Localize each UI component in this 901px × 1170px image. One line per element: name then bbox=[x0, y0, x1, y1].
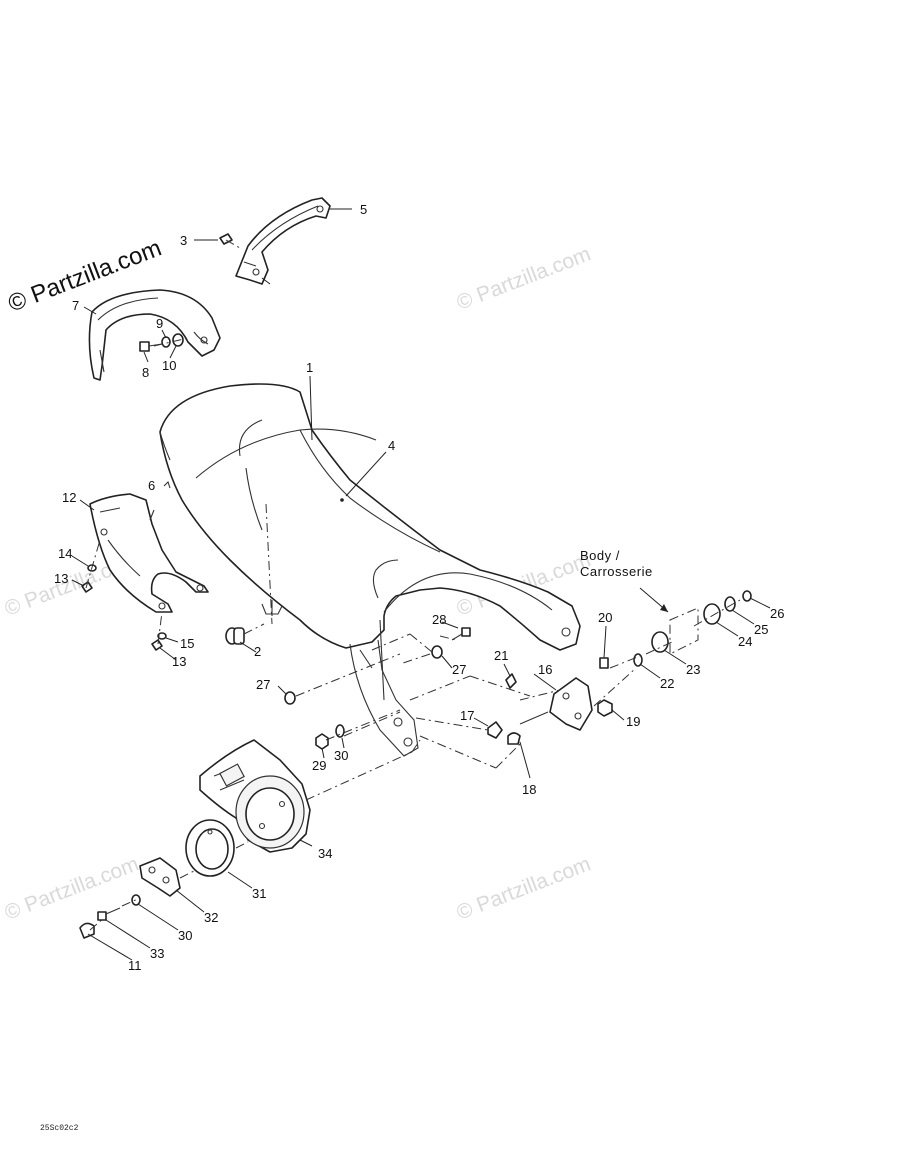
screw-part-13-lower bbox=[151, 639, 163, 651]
bolt-part-20 bbox=[599, 657, 609, 669]
callout-32: 32 bbox=[204, 910, 218, 925]
rear-cover-part-7 bbox=[88, 289, 221, 381]
seat-cover-part-4 bbox=[340, 498, 344, 502]
nut-part-29 bbox=[315, 733, 329, 750]
callout-8: 8 bbox=[142, 365, 149, 380]
washer-part-15 bbox=[157, 632, 167, 640]
callout-33: 33 bbox=[150, 946, 164, 961]
callout-14: 14 bbox=[58, 546, 72, 561]
callout-30-lower: 30 bbox=[178, 928, 192, 943]
callout-10: 10 bbox=[162, 358, 176, 373]
callout-25: 25 bbox=[754, 622, 768, 637]
clip-part-21 bbox=[505, 673, 517, 689]
assembly-lines bbox=[85, 239, 741, 931]
screw-part-33 bbox=[97, 907, 121, 921]
mount-bracket-part-32 bbox=[139, 857, 181, 897]
nut-part-26 bbox=[742, 590, 752, 602]
callout-9: 9 bbox=[156, 316, 163, 331]
callout-7: 7 bbox=[72, 298, 79, 313]
callout-30-upper: 30 bbox=[334, 748, 348, 763]
bolt-part-8 bbox=[139, 341, 163, 352]
housing-part-34 bbox=[199, 739, 311, 853]
callout-27-upper: 27 bbox=[452, 662, 466, 677]
grab-handle-part-5 bbox=[235, 197, 331, 285]
callout-27-lower: 27 bbox=[256, 677, 270, 692]
washer-part-22 bbox=[633, 653, 643, 667]
callout-6: 6 bbox=[148, 478, 155, 493]
clip-part-6 bbox=[163, 480, 171, 489]
washer-part-30-lower bbox=[131, 894, 141, 906]
retainer-part-17 bbox=[487, 721, 503, 739]
callout-15: 15 bbox=[180, 636, 194, 651]
callout-18: 18 bbox=[522, 782, 536, 797]
cap-part-11 bbox=[79, 922, 95, 939]
callout-4: 4 bbox=[388, 438, 395, 453]
partzilla-watermark-faint: © Partzilla.com bbox=[2, 852, 142, 924]
nut-part-19 bbox=[597, 699, 613, 717]
leader-lines bbox=[71, 208, 771, 961]
partzilla-watermark-faint: © Partzilla.com bbox=[454, 242, 594, 314]
callout-13-upper: 13 bbox=[54, 571, 68, 586]
ring-part-31 bbox=[185, 819, 235, 877]
washer-part-24 bbox=[703, 603, 721, 625]
callout-20: 20 bbox=[598, 610, 612, 625]
callout-1: 1 bbox=[306, 360, 313, 375]
diagram-code: 25Sc02c2 bbox=[40, 1124, 79, 1133]
washer-part-27-upper bbox=[431, 645, 443, 659]
callout-29: 29 bbox=[312, 758, 326, 773]
side-deflector-part-12 bbox=[89, 493, 209, 613]
callout-26: 26 bbox=[770, 606, 784, 621]
callout-21: 21 bbox=[494, 648, 508, 663]
bracket-part-16 bbox=[549, 677, 593, 731]
grommet-part-2 bbox=[225, 627, 245, 645]
washer-part-23 bbox=[651, 631, 669, 653]
callout-3: 3 bbox=[180, 233, 187, 248]
washer-part-9 bbox=[161, 336, 171, 348]
body-panel-outline bbox=[669, 607, 699, 655]
callout-5: 5 bbox=[360, 202, 367, 217]
body-arrow-icon bbox=[660, 604, 668, 612]
body-note-line1: Body / bbox=[580, 548, 620, 563]
seat-assembly-part-1 bbox=[159, 383, 581, 757]
callout-labels: 1 2 3 4 5 6 7 8 9 10 11 12 13 13 14 15 1… bbox=[54, 202, 784, 973]
callout-24: 24 bbox=[738, 634, 752, 649]
callout-19: 19 bbox=[626, 714, 640, 729]
callout-22: 22 bbox=[660, 676, 674, 691]
callout-2: 2 bbox=[254, 644, 261, 659]
callout-12: 12 bbox=[62, 490, 76, 505]
callout-31: 31 bbox=[252, 886, 266, 901]
bolt-part-18 bbox=[507, 711, 549, 745]
body-note-line2: Carrosserie bbox=[580, 564, 653, 579]
callout-11: 11 bbox=[128, 958, 142, 973]
callout-28: 28 bbox=[432, 612, 446, 627]
partzilla-watermark-faint: © Partzilla.com bbox=[454, 852, 594, 924]
washer-part-30-upper bbox=[335, 724, 345, 738]
bolt-part-28 bbox=[451, 627, 471, 641]
screw-part-13-upper bbox=[81, 581, 93, 593]
washer-part-27-lower bbox=[284, 691, 296, 705]
callout-16: 16 bbox=[538, 662, 552, 677]
callout-13-lower: 13 bbox=[172, 654, 186, 669]
body-note: Body / Carrosserie bbox=[580, 548, 653, 579]
callout-34: 34 bbox=[318, 846, 332, 861]
callout-17: 17 bbox=[460, 708, 474, 723]
callout-23: 23 bbox=[686, 662, 700, 677]
